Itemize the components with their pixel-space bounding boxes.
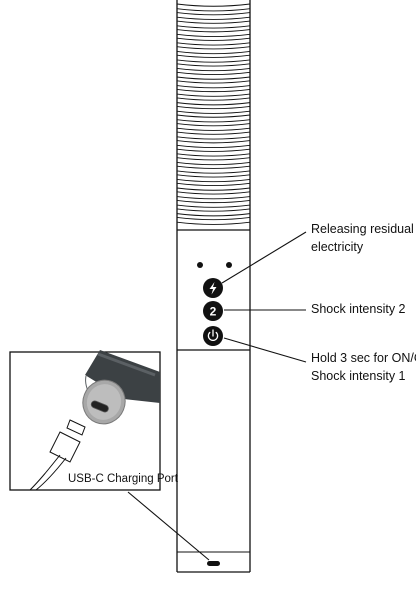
grip-ridge bbox=[176, 29, 251, 37]
usb-c-cable bbox=[29, 454, 61, 491]
grip-ridge bbox=[176, 208, 251, 217]
grip-ridge bbox=[176, 46, 251, 55]
label-usb-c: USB-C Charging Port bbox=[68, 473, 179, 485]
charging-port-slot[interactable] bbox=[207, 561, 220, 566]
indicator-dot-right bbox=[226, 262, 232, 268]
intensity-2-label: 2 bbox=[210, 305, 217, 319]
grip-ridge bbox=[176, 199, 251, 208]
grip-ridge bbox=[176, 191, 251, 200]
label-releasing-line1: Releasing residual bbox=[311, 222, 414, 236]
leader-lines bbox=[127, 231, 307, 561]
grip-ridge bbox=[176, 63, 251, 72]
intensity-2-button[interactable]: 2 bbox=[203, 301, 223, 321]
grip-ridge bbox=[176, 182, 251, 191]
grip-ridge bbox=[176, 20, 251, 29]
grip-ridge bbox=[176, 97, 251, 106]
grip-ridge bbox=[176, 114, 251, 123]
grip-ridge bbox=[176, 37, 251, 46]
grip-ridge bbox=[176, 80, 251, 89]
discharge-button[interactable] bbox=[203, 278, 223, 298]
inset-usb-c: USB-C Charging Port bbox=[9, 350, 179, 491]
grip-ridge bbox=[176, 174, 251, 183]
grip-ridge bbox=[176, 157, 251, 166]
usb-c-receptacle bbox=[90, 400, 109, 413]
grip-ridge bbox=[176, 140, 251, 148]
grip-ridge bbox=[176, 12, 251, 20]
usb-c-plug bbox=[49, 419, 86, 463]
label-releasing-line2: electricity bbox=[311, 240, 364, 254]
grip-ridge bbox=[176, 106, 251, 114]
device-body bbox=[176, 0, 251, 573]
indicator-dot-left bbox=[197, 262, 203, 268]
power-icon bbox=[207, 329, 219, 341]
grip-ridge bbox=[176, 148, 251, 157]
label-shock-2: Shock intensity 2 bbox=[311, 302, 406, 316]
charger-cylinder bbox=[85, 350, 160, 403]
grip-ridges bbox=[176, 3, 251, 225]
label-hold-line2: Shock intensity 1 bbox=[311, 369, 406, 383]
grip-ridge bbox=[176, 71, 251, 80]
label-hold-line1: Hold 3 sec for ON/OFF bbox=[311, 351, 416, 365]
grip-ridge bbox=[176, 123, 251, 131]
grip-ridge bbox=[176, 3, 251, 12]
grip-ridge bbox=[176, 165, 251, 174]
power-button[interactable] bbox=[203, 326, 223, 346]
grip-ridge bbox=[176, 54, 251, 63]
grip-ridge bbox=[176, 88, 251, 97]
lightning-icon bbox=[209, 282, 217, 295]
grip-ridge bbox=[176, 217, 251, 225]
grip-ridge bbox=[176, 131, 251, 140]
